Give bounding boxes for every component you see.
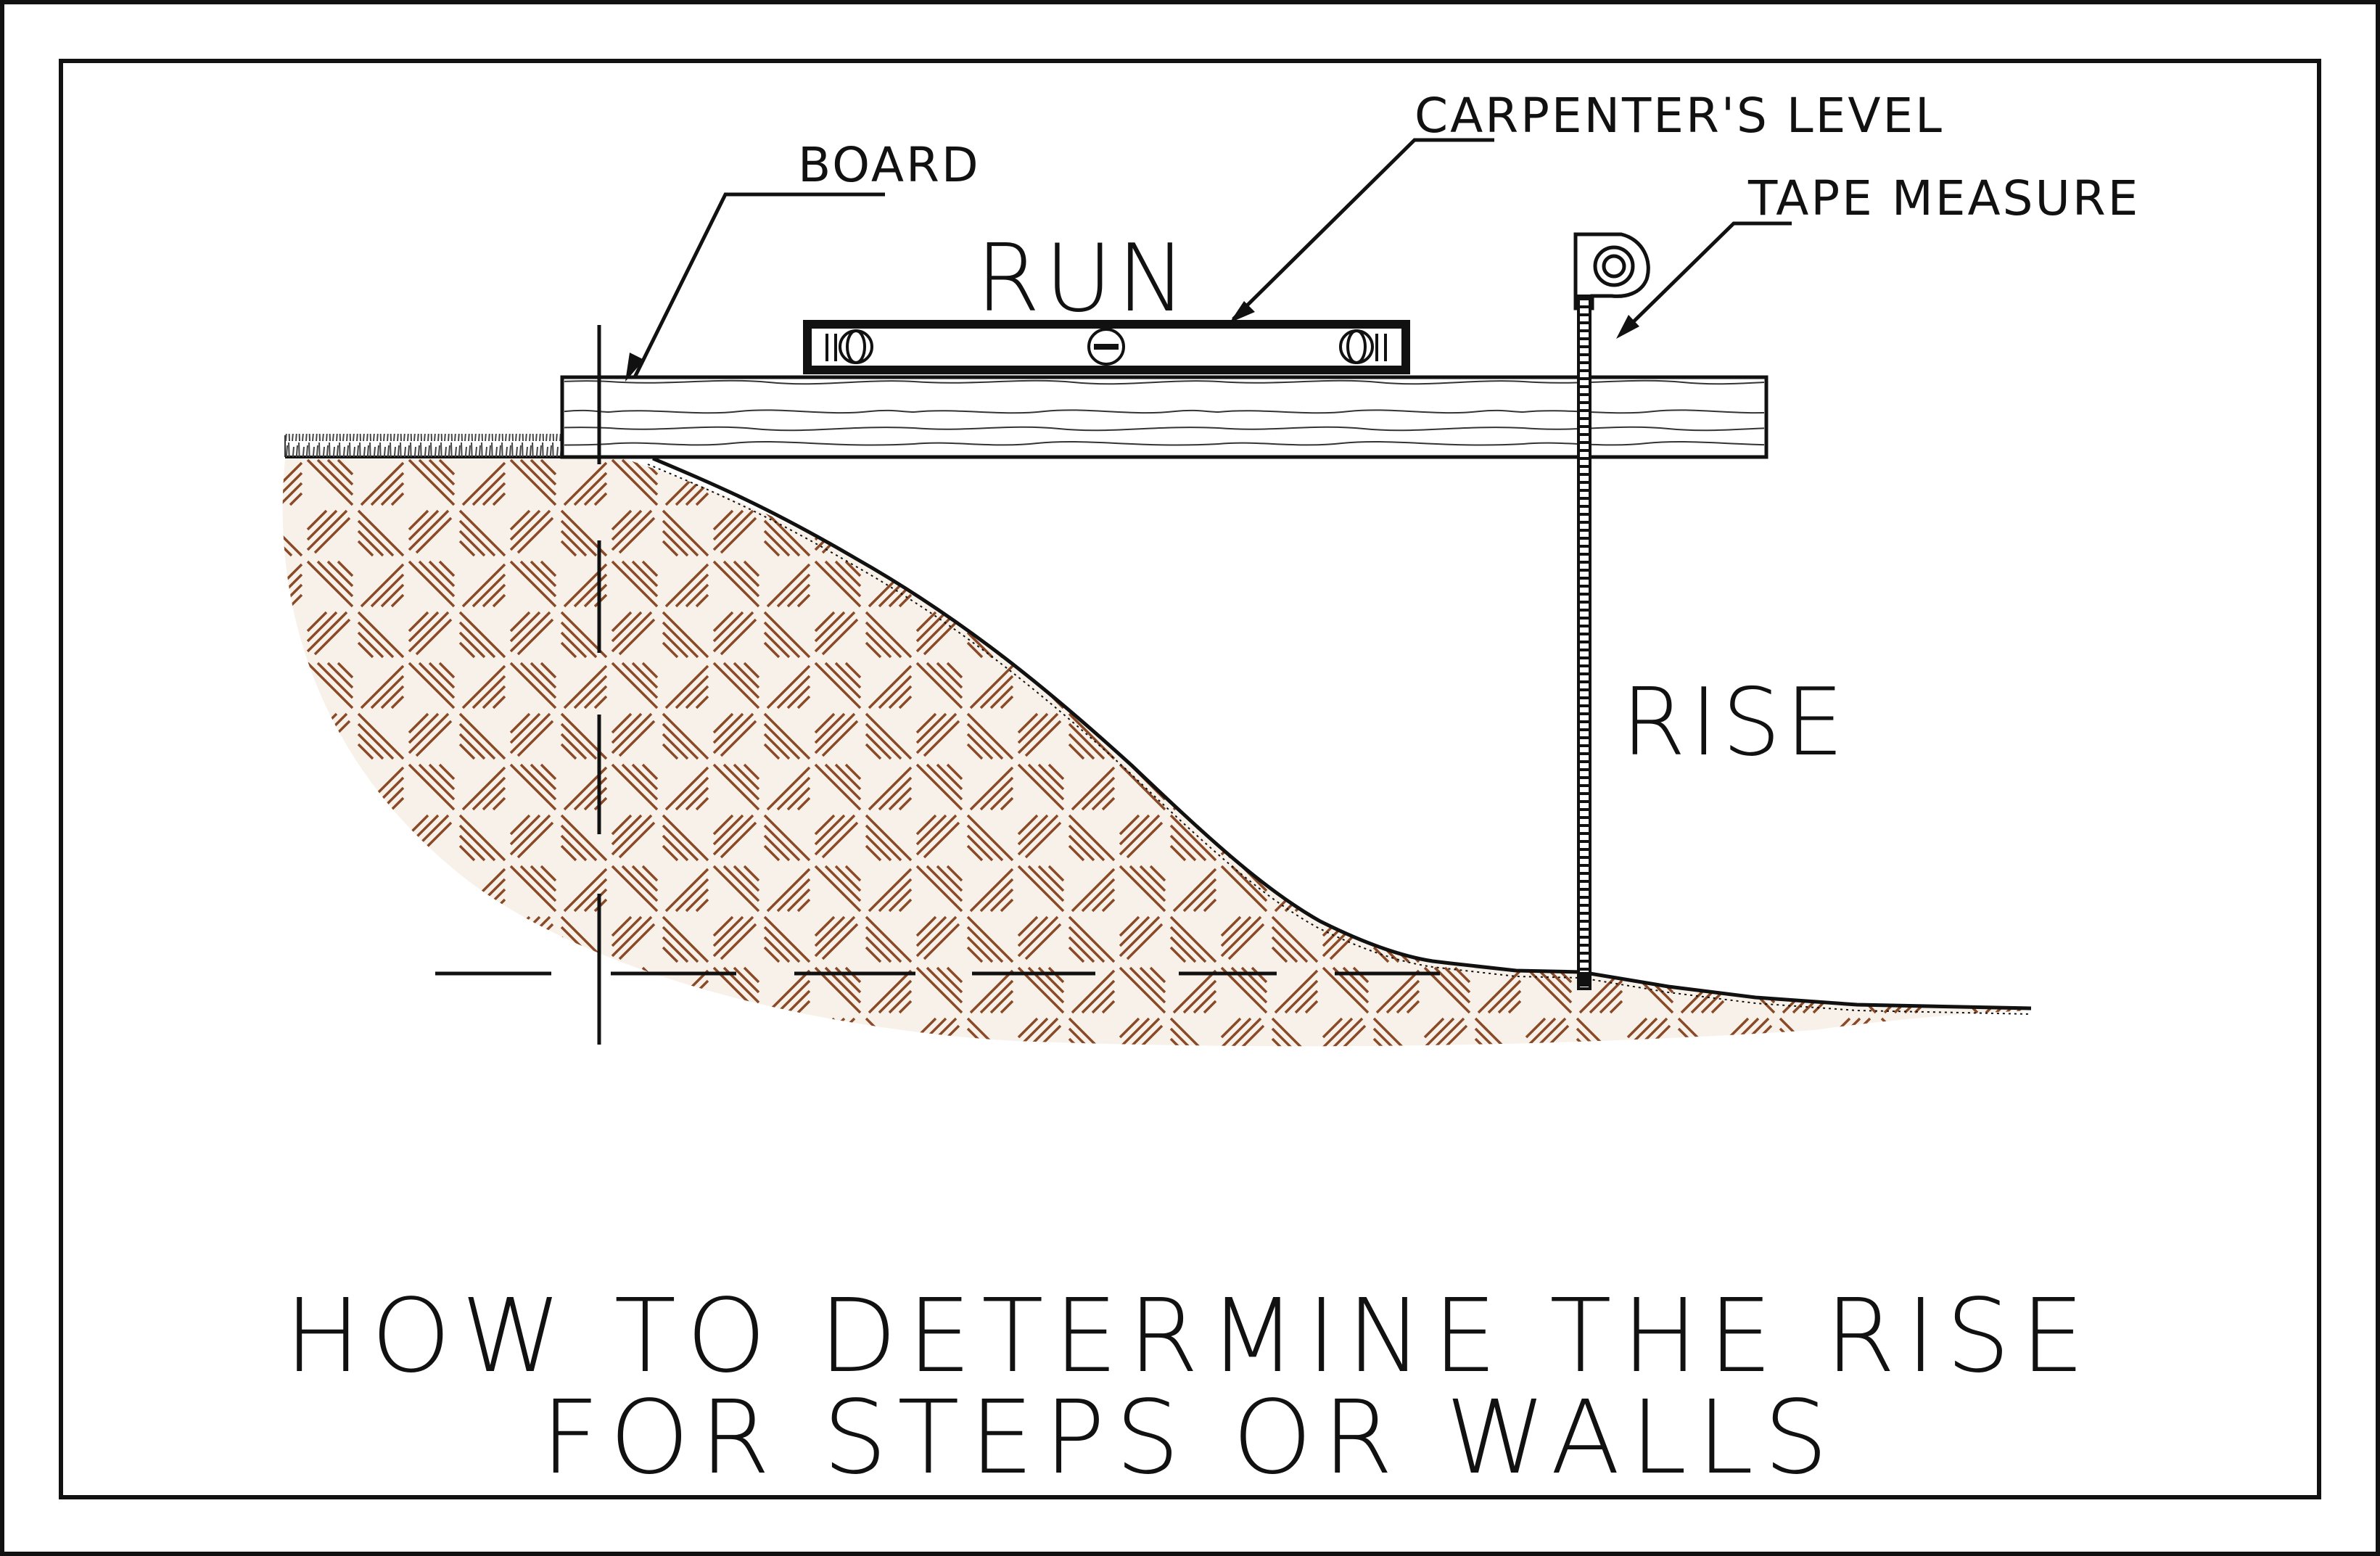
level-vial-center xyxy=(1087,328,1125,366)
level-arrow-icon xyxy=(1230,301,1255,323)
label-rise: RISE xyxy=(1621,669,1848,777)
board-leader xyxy=(633,192,885,379)
label-carpenters-level: CARPENTER'S LEVEL xyxy=(1415,88,1944,144)
leader-lines xyxy=(633,138,1792,379)
label-tape-measure: TAPE MEASURE xyxy=(1747,170,2140,226)
tape-leader xyxy=(1620,221,1792,335)
carpenters-level xyxy=(803,320,1410,374)
label-board: BOARD xyxy=(798,137,981,193)
board xyxy=(560,375,1768,459)
level-leader xyxy=(1232,138,1494,321)
inner-frame xyxy=(59,59,2321,1499)
title-line-1: HOW TO DETERMINE THE RISE xyxy=(284,1277,2095,1396)
board-arrow-icon xyxy=(625,353,644,382)
label-run: RUN xyxy=(976,225,1190,333)
tape-measure xyxy=(1573,232,1650,990)
title-line-2: FOR STEPS OR WALLS xyxy=(541,1379,1839,1497)
tape-arrow-icon xyxy=(1616,315,1639,339)
ground-surface-line xyxy=(647,456,2032,1015)
level-vial-right xyxy=(1339,329,1387,364)
level-vial-left xyxy=(825,329,873,364)
leader-arrows xyxy=(625,301,1639,382)
grass-tufts-left xyxy=(285,434,562,457)
